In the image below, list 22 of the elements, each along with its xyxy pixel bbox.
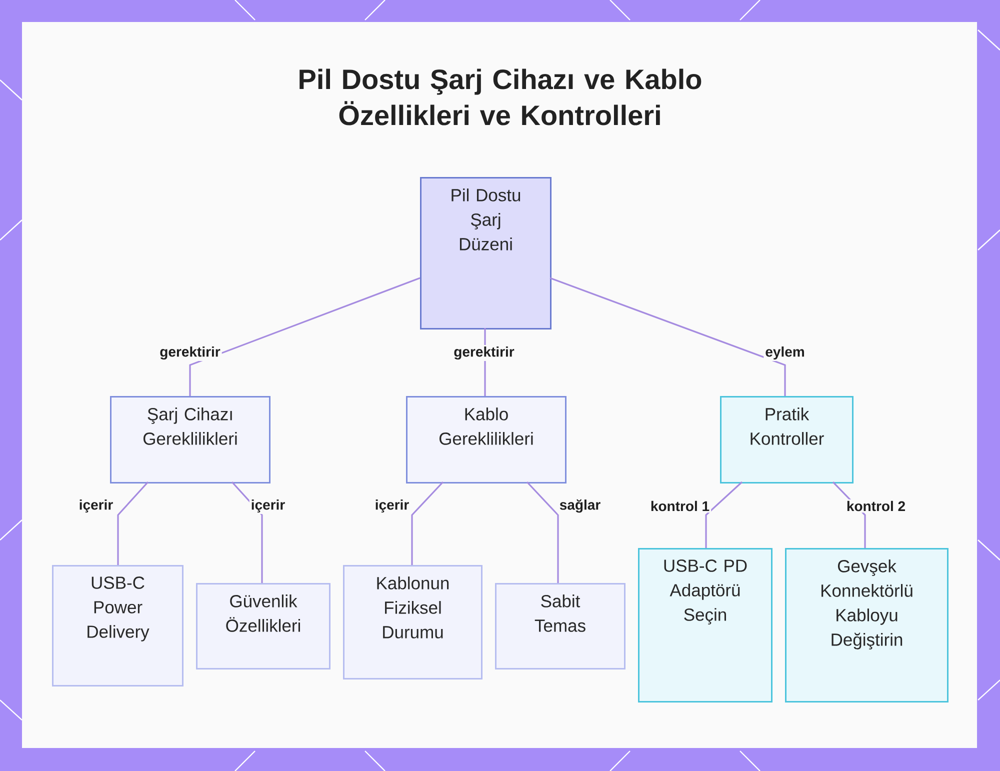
edge-label: gerektirir bbox=[454, 346, 514, 360]
edge-label: içerir bbox=[376, 499, 409, 513]
process-box: USB-C PD Adaptörü Seçin bbox=[638, 548, 772, 702]
connector bbox=[705, 481, 743, 548]
process-box: USB-C Power Delivery bbox=[52, 565, 184, 686]
edge-label: sağlar bbox=[560, 499, 600, 513]
process-box: Sabit Temas bbox=[495, 583, 626, 670]
edge-label: gerektirir bbox=[160, 346, 220, 360]
process-box: Kablo Gereklilikleri bbox=[406, 396, 566, 484]
edge-label: eylem bbox=[766, 346, 804, 360]
process-box: Gevşek Konnektörlü Kabloyu Değiştirin bbox=[785, 548, 949, 702]
process-box: Pil Dostu Şarj Düzeni bbox=[420, 177, 552, 330]
edge-label: içerir bbox=[80, 499, 113, 513]
edge-label: içerir bbox=[252, 499, 285, 513]
title: Pil Dostu Şarj Cihazı ve Kablo Özellikleri ve Kontrolleri bbox=[300, 68, 702, 126]
process-box: Pratik Kontroller bbox=[720, 396, 854, 484]
process-box: Kablonun Fiziksel Durumu bbox=[343, 565, 482, 680]
process-box: Şarj Cihazı Gereklilikleri bbox=[110, 396, 270, 484]
process-box: Güvenlik Özellikleri bbox=[196, 583, 330, 670]
edge-label: kontrol 2 bbox=[847, 500, 905, 512]
edge-label: kontrol 1 bbox=[651, 500, 710, 512]
connector bbox=[189, 277, 420, 396]
